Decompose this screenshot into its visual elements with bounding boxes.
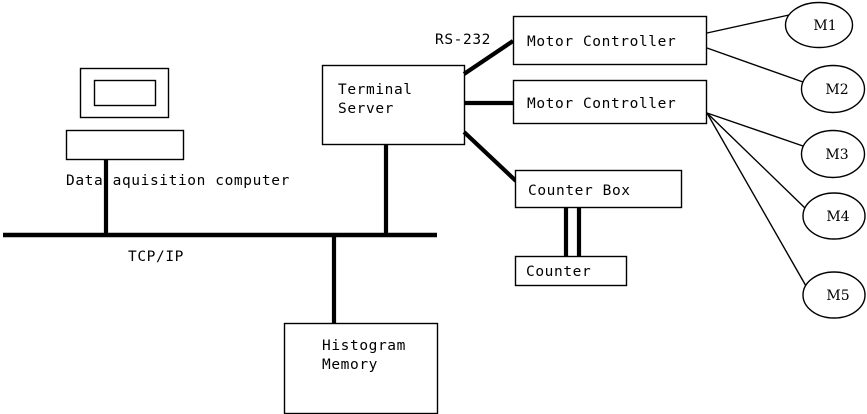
data-acquisition-computer-label: Data aquisition computer [66,173,290,189]
link-terminal-server-to-counter-box [462,130,518,183]
motor-m4-ellipse[interactable] [802,192,866,240]
link-motor-controller-2-to-m3 [706,112,804,147]
counter-box[interactable] [514,169,683,209]
terminal-server-box[interactable] [321,64,466,146]
motor-controller-1-box[interactable] [512,15,708,66]
link-motor-controller-1-to-m2 [706,47,804,83]
motor-controller-1-label: Motor Controller [527,34,676,50]
motor-m1-label: M1 [813,18,836,34]
terminal-server-label-line1: Terminal [338,82,413,98]
histogram-memory-label-line2: Memory [322,357,378,373]
terminal-server-label-line2: Server [338,101,394,117]
motor-m2-label: M2 [825,82,848,98]
link-motor-controller-2-to-m5 [706,112,807,287]
monitor-screen [93,79,157,107]
histogram-memory-label-line1: Histogram [322,338,406,354]
histogram-memory-box[interactable] [283,322,439,414]
counter-label: Counter [526,264,591,280]
counter-box-label: Counter Box [528,183,631,199]
motor-m3-label: M3 [825,147,848,163]
link-motor-controller-2-to-m4 [706,112,807,210]
motor-m2-ellipse[interactable] [800,64,866,114]
motor-m5-ellipse[interactable] [802,271,866,319]
link-terminal-server-to-motor-controller-1 [462,39,515,76]
computer-base-chassis [65,129,185,161]
rs-232-label: RS-232 [435,32,491,48]
link-motor-controller-1-to-m1 [706,14,790,34]
tcp-ip-label: TCP/IP [128,249,184,265]
motor-controller-2-box[interactable] [512,79,708,125]
motor-m3-ellipse[interactable] [800,129,866,179]
motor-m1-ellipse[interactable] [784,1,854,49]
counter-display-box[interactable] [514,255,628,287]
motor-m5-label: M5 [826,288,849,304]
motor-m4-label: M4 [826,209,849,225]
motor-controller-2-label: Motor Controller [527,96,676,112]
